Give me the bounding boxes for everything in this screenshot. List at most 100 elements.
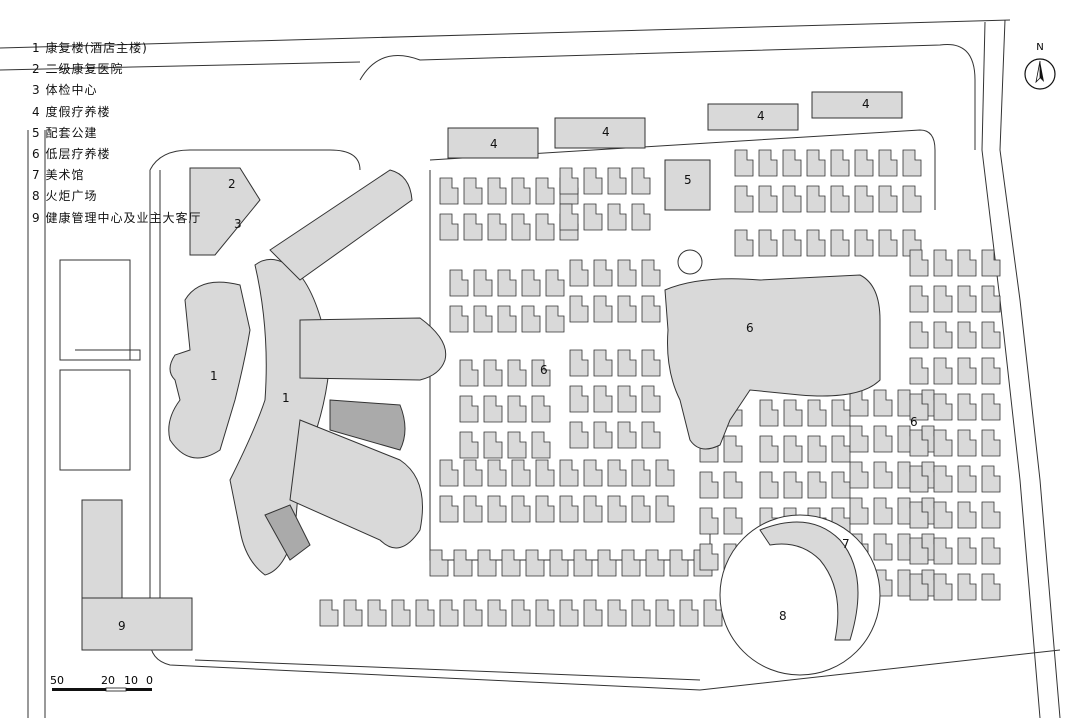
villa-building bbox=[483, 431, 503, 459]
villa-building bbox=[511, 459, 531, 487]
villa-building bbox=[583, 495, 603, 523]
villa-building bbox=[463, 495, 483, 523]
villa-building bbox=[497, 305, 517, 333]
zone-label: 4 bbox=[757, 109, 765, 123]
villa-building bbox=[439, 599, 459, 627]
villa-building bbox=[806, 185, 826, 213]
villa-cluster bbox=[319, 149, 1001, 627]
villa-building bbox=[607, 495, 627, 523]
villa-building bbox=[933, 465, 953, 493]
villa-building bbox=[782, 229, 802, 257]
villa-building bbox=[593, 385, 613, 413]
villa-building bbox=[723, 471, 743, 499]
villa-building bbox=[902, 185, 922, 213]
villa-building bbox=[902, 229, 922, 257]
zone-label: 6 bbox=[540, 363, 548, 377]
villa-building bbox=[734, 149, 754, 177]
villa-building bbox=[641, 295, 661, 323]
villa-building bbox=[641, 349, 661, 377]
villa-building bbox=[669, 549, 689, 577]
villa-building bbox=[759, 471, 779, 499]
villa-building bbox=[607, 203, 627, 231]
villa-building bbox=[487, 495, 507, 523]
villa-building bbox=[783, 471, 803, 499]
villa-building bbox=[933, 285, 953, 313]
villa-building bbox=[511, 177, 531, 205]
legend-item: 4 度假疗养楼 bbox=[32, 104, 111, 119]
villa-building bbox=[849, 389, 869, 417]
villa-building bbox=[559, 599, 579, 627]
villa-building bbox=[873, 533, 893, 561]
villa-building bbox=[849, 497, 869, 525]
villa-building bbox=[655, 495, 675, 523]
villa-building bbox=[459, 431, 479, 459]
villa-building bbox=[807, 399, 827, 427]
villa-building bbox=[507, 359, 527, 387]
villa-building bbox=[909, 573, 929, 601]
villa-building bbox=[902, 149, 922, 177]
villa-building bbox=[507, 395, 527, 423]
villa-building bbox=[909, 285, 929, 313]
villa-building bbox=[415, 599, 435, 627]
villa-building bbox=[981, 465, 1001, 493]
villa-building bbox=[521, 269, 541, 297]
villa-building bbox=[849, 461, 869, 489]
villa-building bbox=[703, 599, 723, 627]
villa-building bbox=[473, 269, 493, 297]
villa-building bbox=[617, 385, 637, 413]
villa-building bbox=[641, 385, 661, 413]
scale-label: 50 bbox=[50, 674, 64, 687]
villa-building bbox=[597, 549, 617, 577]
villa-building bbox=[511, 213, 531, 241]
legend-item: 5 配套公建 bbox=[32, 125, 98, 140]
villa-building bbox=[531, 395, 551, 423]
villa-building bbox=[617, 295, 637, 323]
villa-building bbox=[569, 421, 589, 449]
villa-building bbox=[933, 393, 953, 421]
villa-building bbox=[807, 471, 827, 499]
villa-building bbox=[621, 549, 641, 577]
villa-building bbox=[723, 435, 743, 463]
villa-building bbox=[758, 229, 778, 257]
villa-building bbox=[501, 549, 521, 577]
villa-building bbox=[830, 185, 850, 213]
zone-label: 4 bbox=[490, 137, 498, 151]
north-label: N bbox=[1036, 42, 1044, 53]
villa-building bbox=[699, 471, 719, 499]
legend-item: 9 健康管理中心及业主大客厅 bbox=[32, 210, 202, 225]
villa-building bbox=[873, 497, 893, 525]
villa-building bbox=[831, 435, 851, 463]
villa-building bbox=[734, 185, 754, 213]
villa-building bbox=[655, 459, 675, 487]
villa-building bbox=[734, 229, 754, 257]
villa-building bbox=[617, 259, 637, 287]
villa-building bbox=[981, 249, 1001, 277]
villa-building bbox=[487, 599, 507, 627]
villa-building bbox=[569, 349, 589, 377]
villa-building bbox=[483, 359, 503, 387]
villa-building bbox=[535, 213, 555, 241]
scale-label: 20 bbox=[101, 674, 115, 687]
villa-building bbox=[463, 599, 483, 627]
villa-building bbox=[909, 357, 929, 385]
villa-building bbox=[854, 185, 874, 213]
zone-label: 4 bbox=[602, 125, 610, 139]
villa-building bbox=[531, 359, 551, 387]
villa-building bbox=[758, 149, 778, 177]
legend-item: 6 低层疗养楼 bbox=[32, 147, 111, 162]
villa-building bbox=[439, 459, 459, 487]
villa-building bbox=[463, 213, 483, 241]
villa-building bbox=[593, 295, 613, 323]
villa-building bbox=[981, 429, 1001, 457]
building-2-3 bbox=[189, 167, 261, 256]
villa-building bbox=[453, 549, 473, 577]
villa-building bbox=[957, 573, 977, 601]
villa-building bbox=[487, 213, 507, 241]
villa-building bbox=[497, 269, 517, 297]
villa-building bbox=[849, 425, 869, 453]
villa-building bbox=[957, 393, 977, 421]
villa-building bbox=[559, 495, 579, 523]
villa-building bbox=[909, 537, 929, 565]
scale-label: 0 bbox=[146, 674, 153, 687]
villa-building bbox=[981, 357, 1001, 385]
